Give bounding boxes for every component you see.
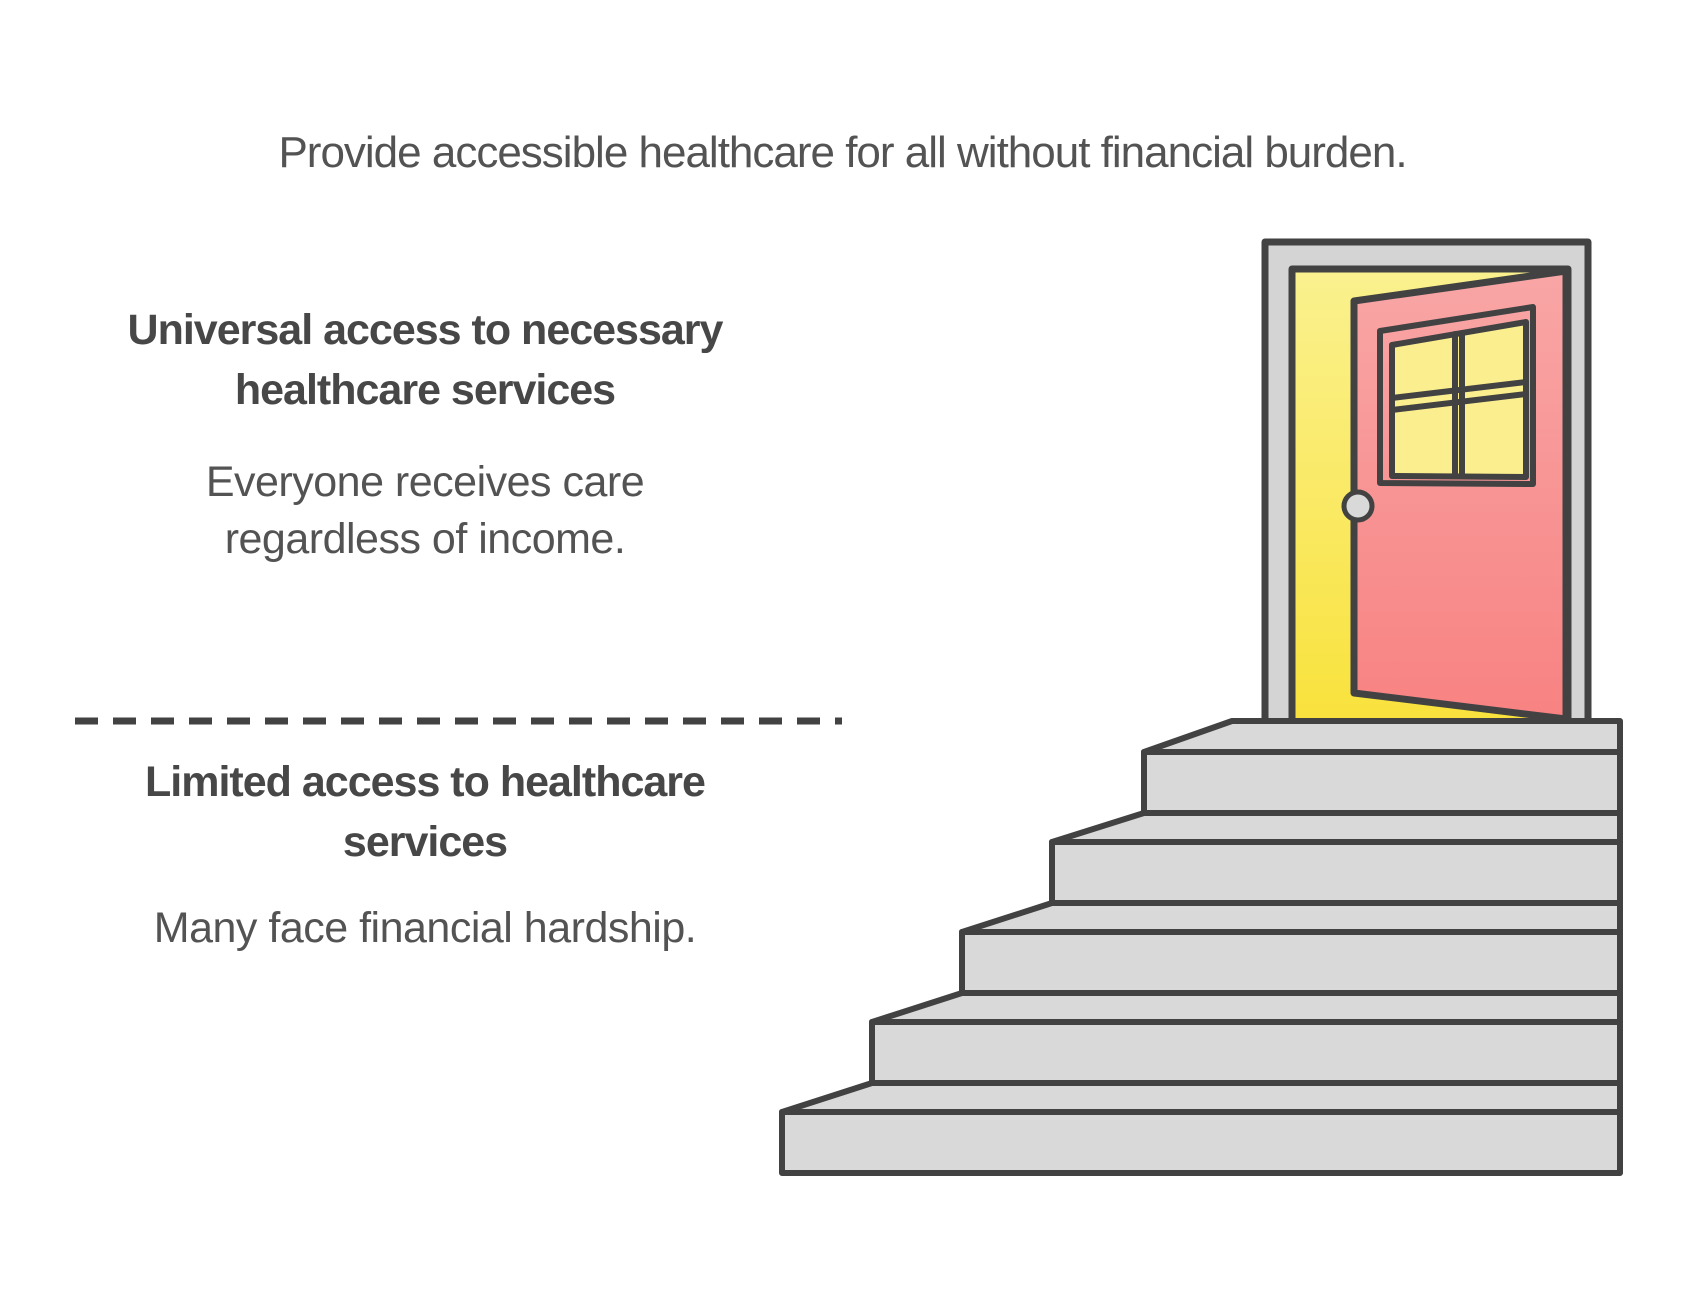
stair-riser-4 (1049, 839, 1623, 906)
upper-body-line2: regardless of income. (224, 515, 626, 563)
page-title: Provide accessible healthcare for all wi… (278, 128, 1407, 177)
upper-section-heading: Universal access to necessary healthcare… (25, 300, 825, 420)
stair-tread-3 (959, 900, 1623, 935)
stair-tread-1 (779, 1080, 1623, 1115)
window-mullion-horizontal-a (1389, 379, 1529, 401)
stair-riser-platform (1141, 749, 1623, 816)
upper-body-line1: Everyone receives care (205, 458, 645, 506)
door-knob (1341, 489, 1375, 523)
staircase-icon (779, 718, 1623, 1176)
stair-riser-2 (869, 1019, 1623, 1086)
stair-tread-4 (1049, 810, 1623, 845)
open-door-icon (1261, 238, 1592, 727)
window-mullions-icon (1389, 330, 1529, 479)
stair-riser-3 (959, 929, 1623, 996)
upper-heading-line2: healthcare services (234, 366, 616, 414)
lower-section-heading: Limited access to healthcare services (25, 752, 825, 872)
upper-section-body: Everyone receives care regardless of inc… (25, 454, 825, 568)
upper-heading-line1: Universal access to necessary (127, 306, 724, 354)
stair-riser-1 (779, 1109, 1623, 1176)
stair-tread-platform (1141, 718, 1623, 755)
stair-tread-2 (869, 990, 1623, 1025)
lower-heading-line1: Limited access to healthcare (145, 758, 706, 806)
lower-section-body: Many face financial hardship. (25, 900, 825, 957)
lower-heading-line2: services (342, 818, 508, 866)
window-mullion-horizontal-b (1389, 391, 1529, 413)
door-window-trim (1377, 304, 1536, 487)
lower-body-line1: Many face financial hardship. (153, 904, 697, 952)
